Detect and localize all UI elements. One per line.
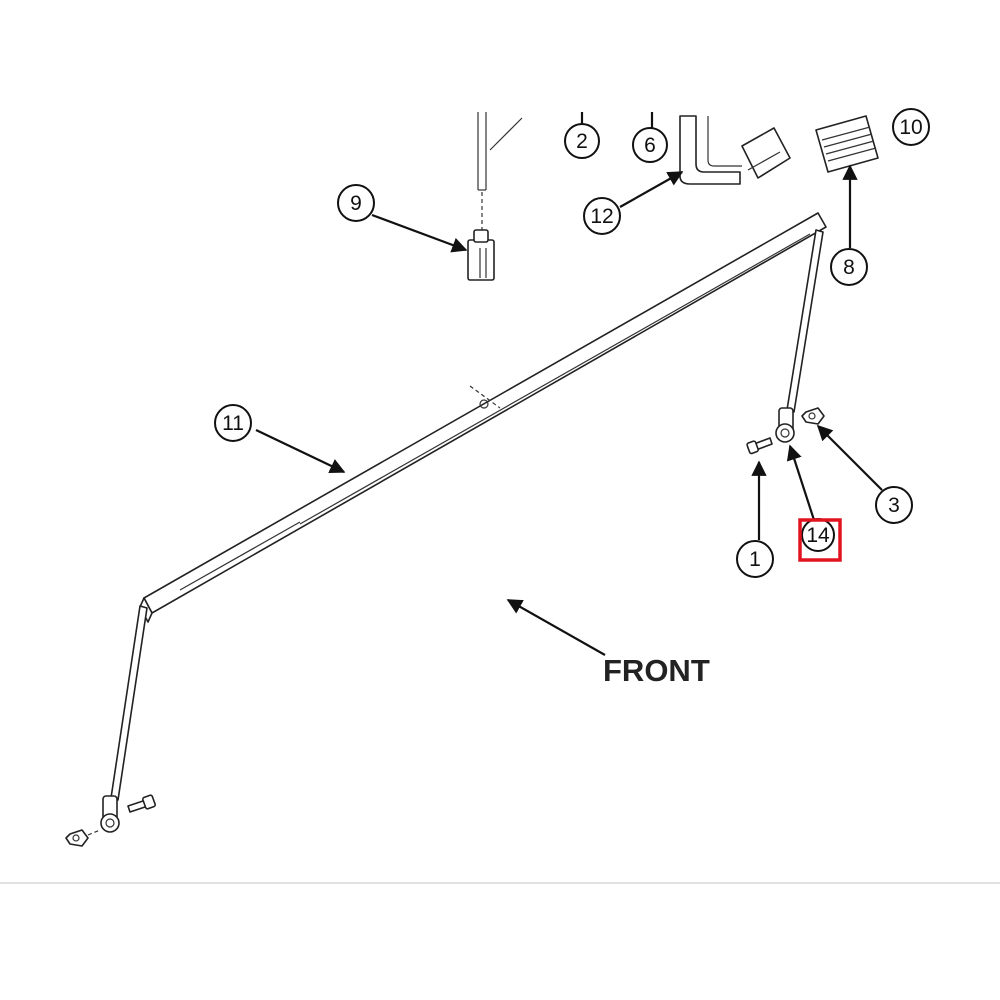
left-link-rod bbox=[100, 605, 148, 833]
svg-text:10: 10 bbox=[899, 116, 922, 139]
right-hardware bbox=[746, 407, 825, 455]
leader-3 bbox=[816, 424, 883, 491]
right-link-rod bbox=[775, 229, 824, 443]
leader-14 bbox=[786, 444, 816, 521]
svg-text:1: 1 bbox=[749, 548, 761, 571]
svg-text:12: 12 bbox=[590, 205, 613, 228]
svg-text:9: 9 bbox=[350, 192, 362, 215]
part-11-bar bbox=[139, 212, 827, 623]
left-hardware bbox=[65, 794, 156, 847]
callout-2: 2 bbox=[564, 123, 600, 159]
callout-14: 14 bbox=[801, 518, 835, 552]
svg-text:3: 3 bbox=[888, 494, 900, 517]
svg-text:8: 8 bbox=[843, 256, 855, 279]
callout-9: 9 bbox=[337, 184, 375, 222]
front-label: FRONT bbox=[603, 653, 710, 688]
part-12-handle bbox=[679, 115, 791, 185]
part-10-pad bbox=[815, 115, 879, 173]
callout-6: 6 bbox=[632, 127, 668, 163]
leader-12 bbox=[619, 171, 684, 208]
svg-text:11: 11 bbox=[222, 412, 244, 435]
svg-text:14: 14 bbox=[806, 524, 830, 547]
callout-1: 1 bbox=[736, 540, 774, 578]
callout-11: 11 bbox=[214, 404, 252, 442]
svg-text:6: 6 bbox=[644, 134, 656, 157]
callout-12: 12 bbox=[583, 197, 621, 235]
front-arrow bbox=[506, 599, 606, 656]
leader-11 bbox=[255, 429, 346, 473]
callout-8: 8 bbox=[830, 248, 868, 286]
callout-3: 3 bbox=[875, 486, 913, 524]
part-9-linkage bbox=[467, 112, 523, 281]
leader-9 bbox=[371, 213, 468, 253]
callout-14-highlight bbox=[798, 518, 842, 562]
svg-text:2: 2 bbox=[576, 130, 588, 153]
callout-10: 10 bbox=[892, 108, 930, 146]
